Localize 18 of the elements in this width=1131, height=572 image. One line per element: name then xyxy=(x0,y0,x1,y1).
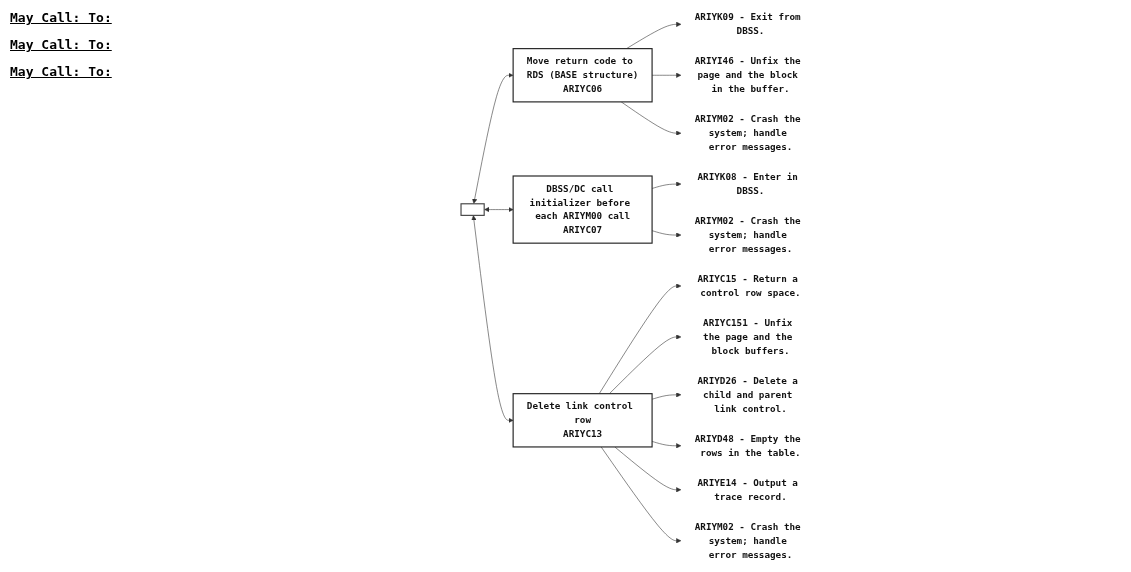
node-text: ARIYK09 - Exit from DBSS. xyxy=(694,11,801,37)
node-text: ARIYK08 - Enter in DBSS. xyxy=(697,171,798,197)
node-box: Delete link control row ARIYC13 xyxy=(512,393,653,448)
node-text: ARIYC151 - Unfix the page and the block buffers. xyxy=(703,317,793,357)
node-text: ARIYC15 - Return a control row space. xyxy=(697,273,801,299)
node-text: ARIYM02 - Crash the system; handle error messages. xyxy=(694,521,801,560)
node-text: ARIYD48 - Empty the rows in the table. xyxy=(694,433,801,458)
node-box: DBSS/DC call initializer before each ARIYM00 call ARIYC07 xyxy=(512,175,653,244)
node-text: ARIYD26 - Delete a child and parent link control. xyxy=(697,375,798,414)
node-text: ARIYI46 - Unfix the page and the block in the buffer. xyxy=(694,55,801,95)
node-text: ARIYM02 - Crash the system; handle error messages. xyxy=(694,215,801,255)
node-box xyxy=(460,203,485,216)
note-text: May Call: To: xyxy=(10,37,113,52)
note-text: May Call: To: xyxy=(10,64,113,79)
node-text: ARIYM02 - Crash the system; handle error messages. xyxy=(694,113,801,153)
node-box: Move return code to RDS (BASE structure) ARIYC06 xyxy=(512,48,653,103)
node-text: ARIYE14 - Output a trace record. xyxy=(697,477,798,502)
note-text: May Call: To: xyxy=(10,10,113,25)
